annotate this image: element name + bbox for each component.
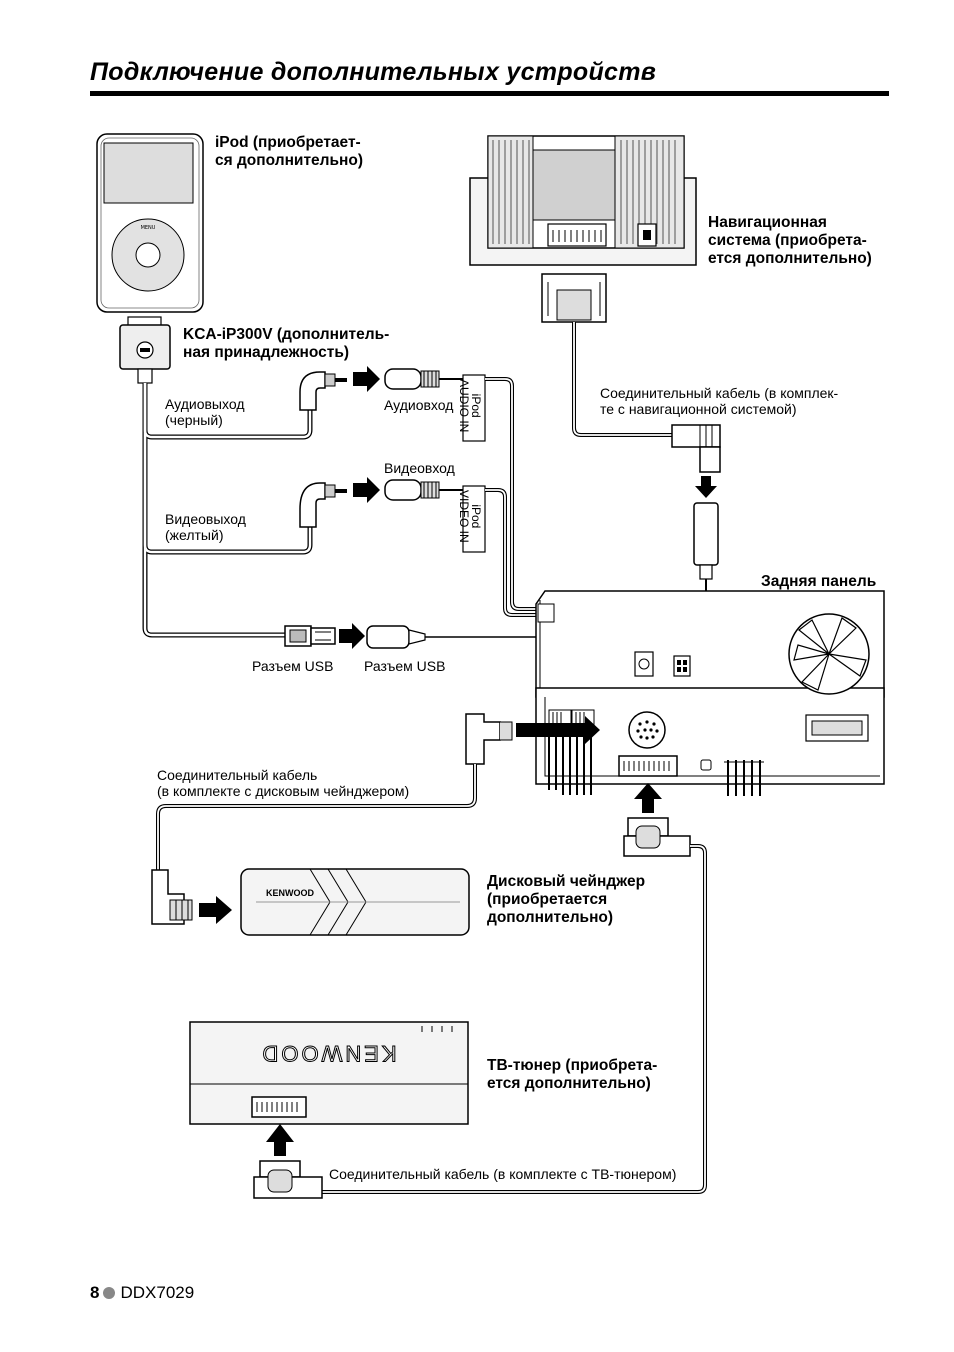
usb-plug <box>284 625 336 647</box>
ipod-device: MENU <box>96 133 204 313</box>
arrow-audio <box>353 366 380 392</box>
nav-socket <box>693 502 719 580</box>
audio-in-jack <box>384 368 465 390</box>
navigation-unit <box>469 135 697 266</box>
ipod-video-in-label: iPod VIDEO IN <box>457 490 483 543</box>
ipod-audio-in-line2: AUDIO IN <box>457 379 471 433</box>
nav-label-line3: ется дополнительно) <box>708 250 872 267</box>
arrow-changer <box>199 896 232 924</box>
nav-cable-label-line1: Соединительный кабель (в комплек- <box>600 385 839 401</box>
nav-plug <box>671 424 721 473</box>
nav-cable-connector <box>541 273 607 323</box>
tuner-side-plug <box>253 1160 323 1199</box>
usb-socket <box>366 625 426 649</box>
nav-label-line1: Навигационная <box>708 214 827 231</box>
ipod-video-in-tag <box>462 485 486 553</box>
usb-label-right: Разъем USB <box>364 658 446 674</box>
changer-cable-label-line2: (в комплекте с дисковым чейнджером) <box>157 783 410 799</box>
tv-tuner: KENWOOD <box>189 1021 469 1125</box>
changer-panel-plug <box>465 713 513 765</box>
arrow-video <box>353 477 380 503</box>
nav-label-line2: система (приобрета- <box>708 232 867 249</box>
bullet-dot <box>103 1287 116 1299</box>
page-footer: 8 DDX7029 <box>90 1283 194 1303</box>
ipod-label-line1: iPod (приобретает- <box>215 134 361 151</box>
tuner-brand-logo: KENWOOD <box>259 1041 396 1066</box>
rear-panel-label: Задняя панель <box>761 573 877 590</box>
usb-label-left: Разъем USB <box>252 658 334 674</box>
audio-in-label: Аудиовход <box>384 397 454 413</box>
changer-cable-label-line1: Соединительный кабель <box>157 767 318 783</box>
kca-ip300v-connector <box>119 316 171 384</box>
video-out-plug <box>299 482 347 528</box>
video-out-label-line1: Видеовыход <box>165 511 246 527</box>
ipod-audio-in-label: iPod AUDIO IN <box>457 379 483 433</box>
disc-changer: KENWOOD <box>240 868 470 936</box>
ipod-label-line2: ся дополнительно) <box>215 152 364 169</box>
kca-label-line1: KCA-iP300V (дополнитель- <box>183 326 390 343</box>
model-name: DDX7029 <box>120 1283 195 1302</box>
arrow-nav <box>695 476 717 498</box>
arrow-usb <box>339 623 365 649</box>
arrow-tuner <box>266 1124 294 1156</box>
changer-label-line2: (приобретается <box>487 891 608 908</box>
ipod-video-in-line2: VIDEO IN <box>457 490 471 543</box>
kca-label-line2: ная принадлежность) <box>183 344 350 361</box>
tuner-panel-plug <box>623 817 691 857</box>
title-rule <box>90 91 889 96</box>
tuner-label-line1: ТВ-тюнер (приобрета- <box>487 1057 658 1074</box>
video-in-jack <box>384 479 465 501</box>
changer-side-plug <box>151 869 193 925</box>
audio-out-label-line2: (черный) <box>165 412 223 428</box>
changer-label-line1: Дисковый чейнджер <box>487 873 646 890</box>
page-number: 8 <box>90 1283 100 1302</box>
ipod-video-in-line1: iPod <box>469 504 483 529</box>
changer-label-line3: дополнительно) <box>487 909 614 926</box>
ipod-audio-in-line1: iPod <box>469 393 483 418</box>
arrow-tuner-to-panel <box>634 783 662 813</box>
page-title: Подключение дополнительных устройств <box>90 58 657 86</box>
nav-cable-label-line2: те с навигационной системой) <box>600 401 797 417</box>
arrow-changer-to-panel <box>516 716 600 744</box>
ipod-audio-in-tag <box>462 374 486 442</box>
audio-out-plug <box>299 371 347 411</box>
audio-out-label-line1: Аудиовыход <box>165 396 245 412</box>
rear-panel <box>535 590 885 796</box>
tuner-label-line2: ется дополнительно) <box>487 1075 651 1092</box>
video-in-label: Видеовход <box>384 460 455 476</box>
video-out-label-line2: (желтый) <box>165 527 224 543</box>
ipod-menu-text: MENU <box>141 225 156 231</box>
tuner-cable-label: Соединительный кабель (в комплекте с ТВ-… <box>329 1166 677 1182</box>
changer-brand-logo: KENWOOD <box>266 888 314 898</box>
